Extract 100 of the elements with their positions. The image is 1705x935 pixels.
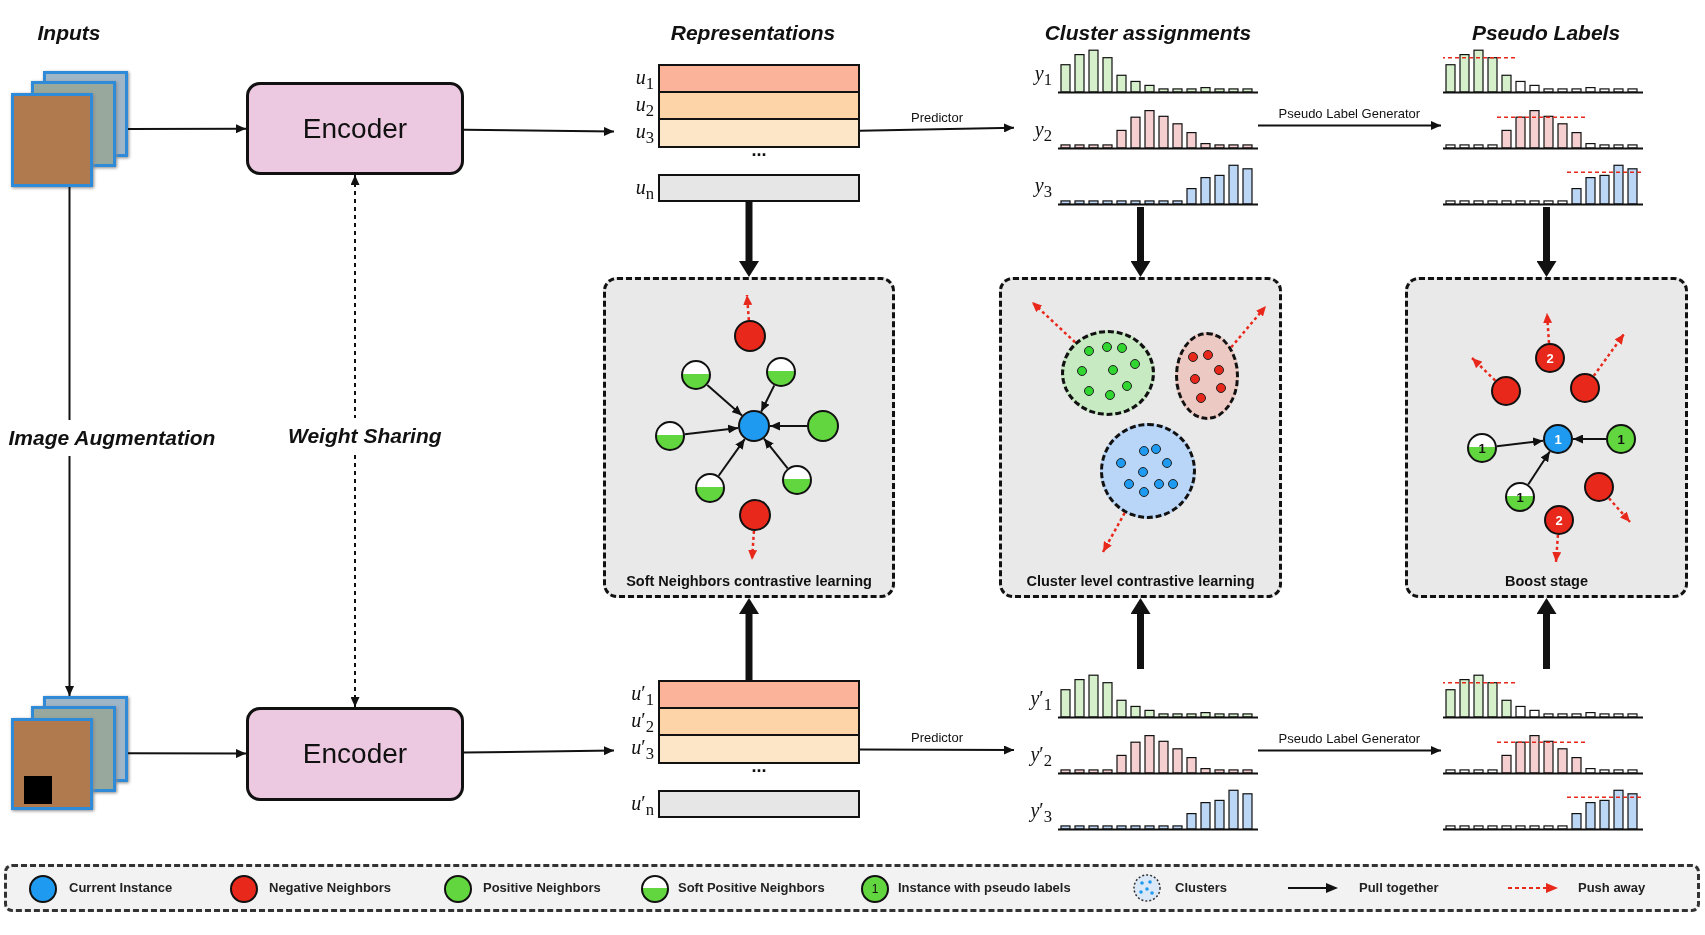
dotted-arrow [1031, 301, 1076, 344]
soft-positive-circle [1505, 482, 1535, 512]
thick-arrow [739, 202, 759, 277]
arrow [717, 438, 746, 477]
double-headed-dashed-arrow [350, 174, 360, 708]
chart-label: y′$_{1}$ [1028, 687, 1052, 715]
photo-stack-drawing [11, 71, 128, 187]
arrow [463, 126, 615, 136]
row-label: u′$_{n}$ [630, 792, 654, 820]
column-heading: Inputs [36, 21, 102, 45]
photo-stack-drawing [11, 696, 128, 810]
legend-text: Positive Neighbors [483, 880, 601, 895]
row-label: u$_{n}$ [634, 176, 654, 204]
dotted-arrow [1230, 305, 1267, 349]
encoder-box [246, 82, 464, 175]
arrow [683, 424, 740, 436]
chart-label: y′$_{3}$ [1028, 799, 1052, 827]
arrow [127, 749, 247, 759]
row-label: u′$_{1}$ [630, 682, 654, 710]
encoder-label: Encoder [301, 111, 409, 146]
column-heading: Pseudo Labels [1470, 21, 1622, 45]
circle-number: 1 [1616, 430, 1626, 449]
edge-label: Pseudo Label Generator [1278, 106, 1421, 121]
arrow [769, 421, 808, 431]
arrow [127, 124, 247, 134]
edge-label: Predictor [911, 109, 964, 125]
arrow [859, 123, 1015, 133]
edge-label: Image Augmentation [8, 420, 216, 456]
thick-arrow [739, 598, 759, 680]
legend-text: Clusters [1175, 880, 1228, 895]
circle-number: 1 [870, 881, 880, 898]
row-label: u′$_{3}$ [630, 736, 654, 764]
legend-text: Current Instance [69, 880, 173, 895]
dotted-arrow [1543, 312, 1553, 344]
chart-label: y′$_{2}$ [1028, 743, 1052, 771]
encoder-box [246, 707, 464, 801]
dotted-arrow [1552, 534, 1562, 563]
dotted-arrow [1471, 357, 1497, 382]
arrow [1257, 121, 1442, 130]
arrow [463, 746, 615, 756]
soft-positive-circle [681, 360, 711, 390]
soft-positive-circle [782, 465, 812, 495]
edge-label: Predictor [911, 730, 964, 746]
panel-title: Boost stage [1504, 573, 1589, 589]
arrow [1572, 434, 1607, 444]
dotted-arrow [1608, 497, 1631, 523]
arrow [706, 383, 743, 417]
ellipsis-text: ... [750, 756, 768, 777]
edge-label: Pseudo Label Generator [1278, 731, 1421, 746]
legend-text: Negative Neighbors [269, 880, 392, 895]
arrow [65, 186, 74, 697]
dotted-arrow [1101, 512, 1126, 553]
row-label: u$_{2}$ [634, 93, 654, 121]
arrow [1495, 437, 1545, 448]
edge-label: Weight Sharing [288, 418, 442, 454]
panel-title: Soft Neighbors contrastive learning [625, 573, 873, 589]
negative-neighbor-circle [1491, 376, 1521, 406]
positive-neighbor-circle [1606, 424, 1636, 454]
dotted-arrow [748, 530, 758, 561]
stage-panel [603, 277, 895, 598]
current-instance-circle [1543, 424, 1573, 454]
negative-neighbor-circle [734, 320, 766, 352]
legend-text: Pull together [1359, 880, 1439, 895]
soft-positive-circle [1467, 433, 1497, 463]
negative-neighbor-circle [1570, 373, 1600, 403]
soft-positive-circle [695, 473, 725, 503]
column-heading: Cluster assignments [1043, 21, 1253, 45]
soft-positive-circle [766, 357, 796, 387]
circle-number: 1 [1553, 430, 1563, 449]
row-label: u$_{1}$ [634, 66, 654, 94]
ellipsis-text: ... [750, 140, 768, 161]
row-label: u′$_{2}$ [630, 709, 654, 737]
row-label: u$_{3}$ [634, 120, 654, 148]
negative-neighbor-circle [1544, 505, 1574, 535]
panel-title: Cluster level contrastive learning [1025, 573, 1256, 589]
dotted-arrow [743, 294, 753, 321]
arrow [1527, 450, 1551, 486]
dotted-arrow [1592, 333, 1625, 377]
chart-label: y$_{2}$ [1032, 118, 1052, 146]
legend-text: Soft Positive Neighbors [678, 880, 825, 895]
legend-text: Instance with pseudo labels [898, 880, 1071, 895]
negative-neighbor-circle [1535, 343, 1565, 373]
stage-panel [1405, 277, 1688, 598]
arrow [762, 437, 789, 470]
negative-neighbor-circle [1584, 472, 1614, 502]
circle-number: 2 [1545, 349, 1555, 368]
chart-label: y$_{1}$ [1032, 62, 1052, 90]
encoder-label: Encoder [301, 737, 409, 771]
negative-neighbor-circle [739, 499, 771, 531]
arrow [1257, 746, 1442, 755]
soft-positive-circle [655, 421, 685, 451]
arrow [859, 745, 1015, 755]
stage-panel [999, 277, 1282, 598]
arrow [760, 384, 776, 413]
circle-number: 2 [1554, 511, 1564, 530]
legend-text: Push away [1578, 880, 1646, 895]
chart-label: y$_{3}$ [1032, 174, 1052, 202]
positive-neighbor-circle [807, 410, 839, 442]
current-instance-circle [738, 410, 770, 442]
column-heading: Representations [669, 21, 837, 45]
